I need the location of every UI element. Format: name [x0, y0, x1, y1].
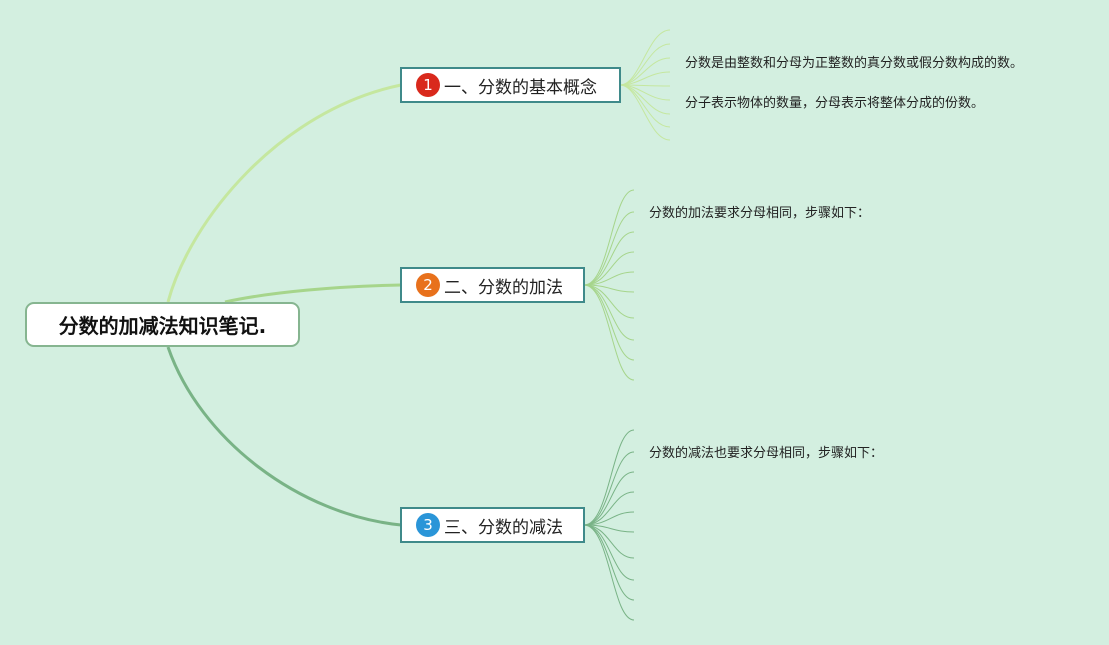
number-badge-2: 2 — [416, 273, 440, 297]
leaf-definition[interactable]: 分数是由整数和分母为正整数的真分数或假分数构成的数。 — [685, 56, 1024, 71]
connector-branch-3 — [166, 346, 402, 527]
branch-basic-concept[interactable]: 1 一、分数的基本概念 — [400, 67, 621, 103]
number-badge-3: 3 — [416, 513, 440, 537]
leaf-subtraction-rule[interactable]: 分数的减法也要求分母相同，步骤如下： — [649, 446, 884, 461]
branch-addition[interactable]: 2 二、分数的加法 — [400, 267, 585, 303]
connector-branch-2 — [224, 283, 402, 304]
leaf-addition-rule[interactable]: 分数的加法要求分母相同，步骤如下： — [649, 206, 871, 221]
branch-label-1: 一、分数的基本概念 — [444, 77, 597, 98]
connector-branch-1 — [166, 83, 402, 303]
branch-subtraction[interactable]: 3 三、分数的减法 — [400, 507, 585, 543]
fan-branch-1 — [619, 29, 671, 141]
branch-label-2: 二、分数的加法 — [444, 277, 563, 298]
branch-label-3: 三、分数的减法 — [444, 517, 563, 538]
central-topic-label: 分数的加减法知识笔记. — [58, 314, 267, 338]
fan-branch-3 — [583, 429, 635, 621]
leaf-numerator-denominator[interactable]: 分子表示物体的数量，分母表示将整体分成的份数。 — [685, 96, 985, 111]
central-topic[interactable]: 分数的加减法知识笔记. — [25, 302, 300, 347]
number-badge-1: 1 — [416, 73, 440, 97]
fan-branch-2 — [583, 189, 635, 381]
